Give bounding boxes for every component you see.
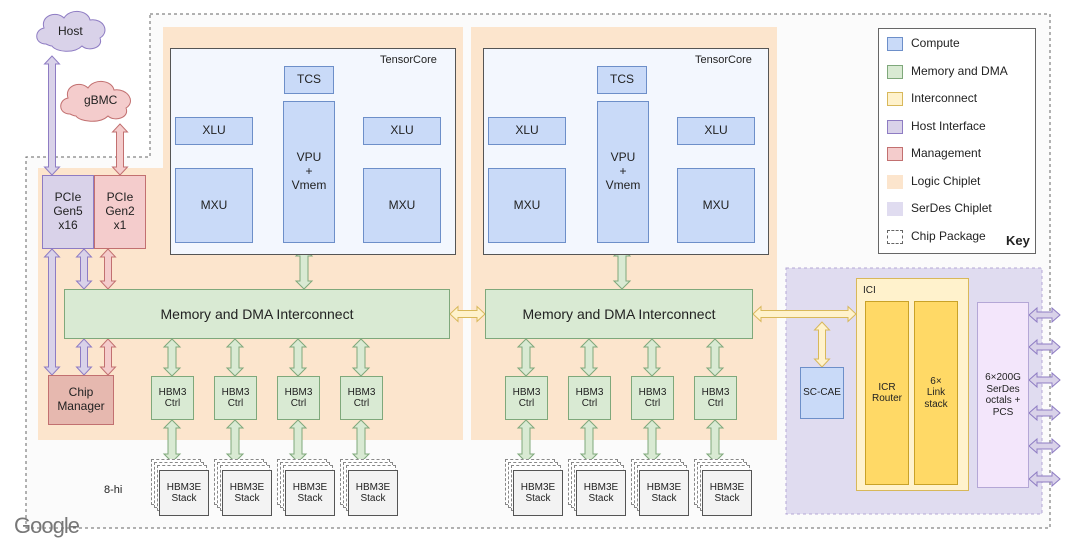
serdes-block: 6×200G SerDes octals + PCS [977,302,1029,488]
connector-arrow [1028,470,1061,488]
tensorcore-right-title: TensorCore [695,54,752,66]
xlu-right-a: XLU [488,117,566,145]
hbm-stack-7: HBM3E Stack [639,470,689,516]
hbm-ctrl-l4: HBM3 Ctrl [340,376,383,420]
connector-arrow [1028,338,1061,356]
pcie-gen5-block: PCIe Gen5 x16 [42,175,94,249]
hbm-ctrl-l2: HBM3 Ctrl [214,376,257,420]
hbm-stack-2: HBM3E Stack [222,470,272,516]
legend-label: Interconnect [911,91,978,105]
gbmc-label: gBMC [84,93,118,107]
hbm-stack-3: HBM3E Stack [285,470,335,516]
legend-swatch [887,37,903,51]
hbm-stack-4: HBM3E Stack [348,470,398,516]
vpu-left: VPU + Vmem [283,101,335,243]
legend-swatch [887,229,903,244]
host-cloud [36,11,106,52]
mxu-right-b: MXU [677,168,755,243]
hbm-height-label: 8-hi [104,484,123,496]
legend-label: Management [911,146,982,160]
hbm-ctrl-r4: HBM3 Ctrl [694,376,737,420]
tcs-left: TCS [284,66,334,94]
hbm-ctrl-r2: HBM3 Ctrl [568,376,611,420]
mxu-left-a: MXU [175,168,253,243]
legend-label: Memory and DMA [911,63,1008,78]
legend-swatch [887,119,903,134]
xlu-left-b: XLU [363,117,441,145]
gbmc-cloud [60,81,131,122]
legend-swatch [887,92,903,106]
hbm-ctrl-r1: HBM3 Ctrl [505,376,548,420]
legend-box [878,28,1036,254]
hbm-ctrl-l3: HBM3 Ctrl [277,376,320,420]
connector-arrow [1028,437,1061,455]
legend-label: Compute [911,36,960,50]
dma-interconnect-right: Memory and DMA Interconnect [485,289,753,339]
legend-swatch [887,147,903,161]
ici-title: ICI [863,285,876,296]
connector-arrow [1028,371,1061,389]
connector-arrow [111,123,129,176]
xlu-left-a: XLU [175,117,253,145]
legend-swatch [887,64,903,79]
mxu-left-b: MXU [363,168,441,243]
hbm-stack-6: HBM3E Stack [576,470,626,516]
pcie-gen2-block: PCIe Gen2 x1 [94,175,146,249]
legend-label: SerDes Chiplet [911,201,992,215]
hbm-stack-1: HBM3E Stack [159,470,209,516]
hbm-stack-8: HBM3E Stack [702,470,752,516]
vpu-right: VPU + Vmem [597,101,649,243]
tensorcore-left-title: TensorCore [380,54,437,66]
mxu-right-a: MXU [488,168,566,243]
legend-label: Chip Package [911,228,986,243]
connector-arrow [1028,404,1061,422]
icr-router: ICR Router [865,301,909,485]
legend-label: Logic Chiplet [911,173,981,188]
hbm-ctrl-l1: HBM3 Ctrl [151,376,194,420]
xlu-right-b: XLU [677,117,755,145]
tcs-right: TCS [597,66,647,94]
dma-interconnect-left: Memory and DMA Interconnect [64,289,450,339]
chip-manager-block: Chip Manager [48,375,114,425]
legend-label: Host Interface [911,118,986,133]
sc-cae-block: SC-CAE [800,367,844,419]
hbm-ctrl-r3: HBM3 Ctrl [631,376,674,420]
host-label: Host [58,24,83,38]
legend-title: Key [1006,233,1030,248]
hbm-stack-5: HBM3E Stack [513,470,563,516]
legend-swatch [887,174,903,189]
connector-arrow [1028,306,1061,324]
google-logo: Google [14,513,80,538]
link-stack: 6× Link stack [914,301,958,485]
legend-swatch [887,202,903,216]
